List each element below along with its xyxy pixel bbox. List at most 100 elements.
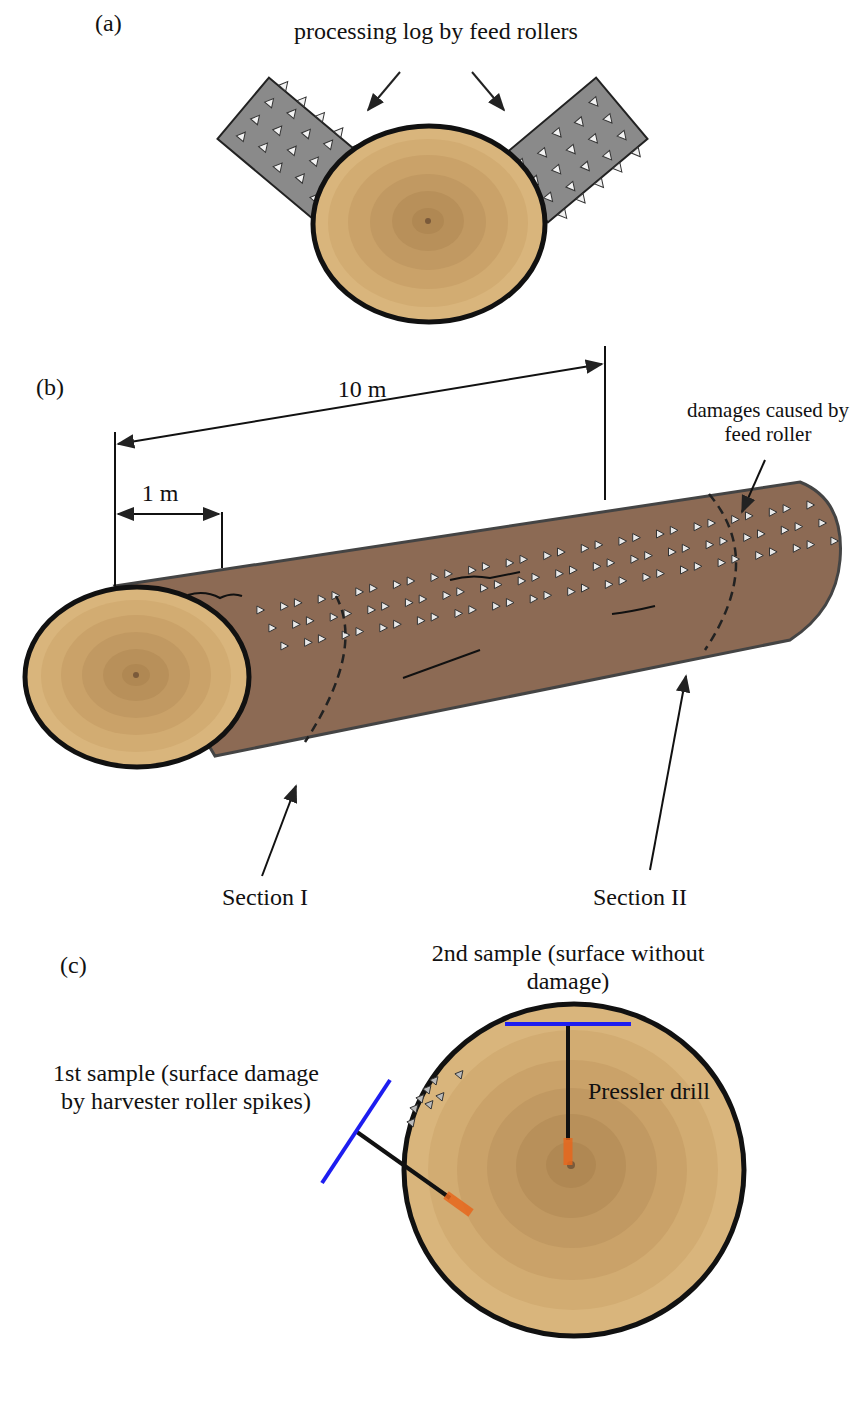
label: 10 m: [317, 376, 407, 404]
spike-mark: [287, 143, 299, 155]
spike-mark: [469, 606, 477, 614]
spike-mark: [380, 624, 388, 632]
spike-mark: [310, 154, 322, 166]
spike-mark: [669, 548, 677, 556]
spike-mark: [417, 617, 425, 625]
spike-mark: [259, 140, 271, 152]
spike-mark: [657, 570, 665, 578]
label: 1st sample (surface damage by harvester …: [51, 1060, 321, 1115]
spike-mark: [293, 620, 301, 628]
spike-mark: [681, 566, 689, 574]
spike-mark: [720, 537, 728, 545]
spike-mark: [580, 161, 592, 173]
spike-mark: [589, 97, 601, 109]
spike-mark: [431, 573, 439, 581]
spike-mark: [544, 591, 552, 599]
spike-mark: [558, 548, 566, 556]
spike-mark: [306, 617, 314, 625]
spike-mark: [294, 599, 302, 607]
spike-mark: [581, 544, 589, 552]
spike-mark: [382, 602, 390, 610]
spike-mark: [482, 563, 490, 571]
spike-mark: [297, 94, 309, 106]
spike-mark: [694, 523, 702, 531]
spike-mark: [431, 613, 439, 621]
spike-mark: [281, 642, 289, 650]
spike-mark: [443, 591, 451, 599]
spike-mark: [770, 548, 778, 556]
spike-mark: [273, 160, 285, 172]
spike-mark: [407, 577, 415, 585]
spike-mark: [758, 530, 766, 538]
spike-mark: [455, 1071, 463, 1079]
spike-mark: [538, 148, 550, 160]
spike-mark: [394, 620, 402, 628]
spike-mark: [416, 1095, 424, 1103]
spike-mark: [518, 577, 526, 585]
spike-mark: [407, 1119, 415, 1127]
spike-mark: [393, 581, 401, 589]
spike-mark: [457, 588, 465, 596]
spike-mark: [251, 112, 263, 124]
spike-mark: [552, 164, 564, 176]
spike-mark: [732, 515, 740, 523]
spike-mark: [574, 117, 586, 129]
spike-mark: [718, 559, 726, 567]
spike-mark: [305, 638, 313, 646]
spike-mark: [430, 1077, 438, 1085]
spike-mark: [603, 114, 615, 126]
spike-mark: [566, 144, 578, 156]
spike-mark: [494, 581, 502, 589]
spike-mark: [324, 137, 336, 149]
spike-mark: [425, 1101, 433, 1109]
spike-mark: [807, 541, 815, 549]
spike-mark: [556, 570, 564, 578]
spike-mark: [706, 541, 714, 549]
spike-mark: [506, 599, 514, 607]
spike-mark: [558, 209, 570, 221]
spike-mark: [613, 163, 625, 175]
spike-mark: [756, 551, 764, 559]
spike-mark: [781, 526, 789, 534]
label: Section I: [185, 884, 345, 912]
spike-mark: [356, 588, 364, 596]
spike-mark: [316, 110, 328, 122]
spike-mark: [570, 566, 578, 574]
spike-mark: [423, 1086, 431, 1094]
spike-mark: [831, 537, 839, 545]
spike-mark: [273, 123, 285, 135]
spike-mark: [595, 541, 603, 549]
spike-mark: [370, 584, 378, 592]
spike-mark: [566, 181, 578, 193]
spike-mark: [605, 580, 613, 588]
spike-mark: [793, 544, 801, 552]
spike-mark: [436, 1093, 444, 1101]
spike-mark: [617, 130, 629, 142]
spike-mark: [368, 606, 376, 614]
spike-mark: [783, 505, 791, 513]
label: (b): [36, 374, 86, 402]
spike-mark: [708, 519, 716, 527]
label: (a): [95, 10, 145, 38]
spike-mark: [769, 508, 777, 516]
spike-mark: [807, 501, 815, 509]
spike-mark: [631, 555, 639, 563]
spike-mark: [593, 562, 601, 570]
label: 1 m: [120, 480, 200, 508]
label: Pressler drill: [588, 1078, 788, 1106]
spike-mark: [619, 577, 627, 585]
spike-mark: [544, 552, 552, 560]
spike-mark: [795, 523, 803, 531]
spike-mark: [445, 570, 453, 578]
spike-mark: [281, 602, 289, 610]
spike-mark: [682, 544, 690, 552]
spike-mark: [603, 150, 615, 162]
spike-mark: [643, 573, 651, 581]
spike-mark: [552, 128, 564, 140]
spike-mark: [582, 584, 590, 592]
spike-mark: [544, 192, 556, 204]
spike-mark: [481, 584, 489, 592]
spike-mark: [520, 555, 528, 563]
spike-mark: [493, 602, 501, 610]
